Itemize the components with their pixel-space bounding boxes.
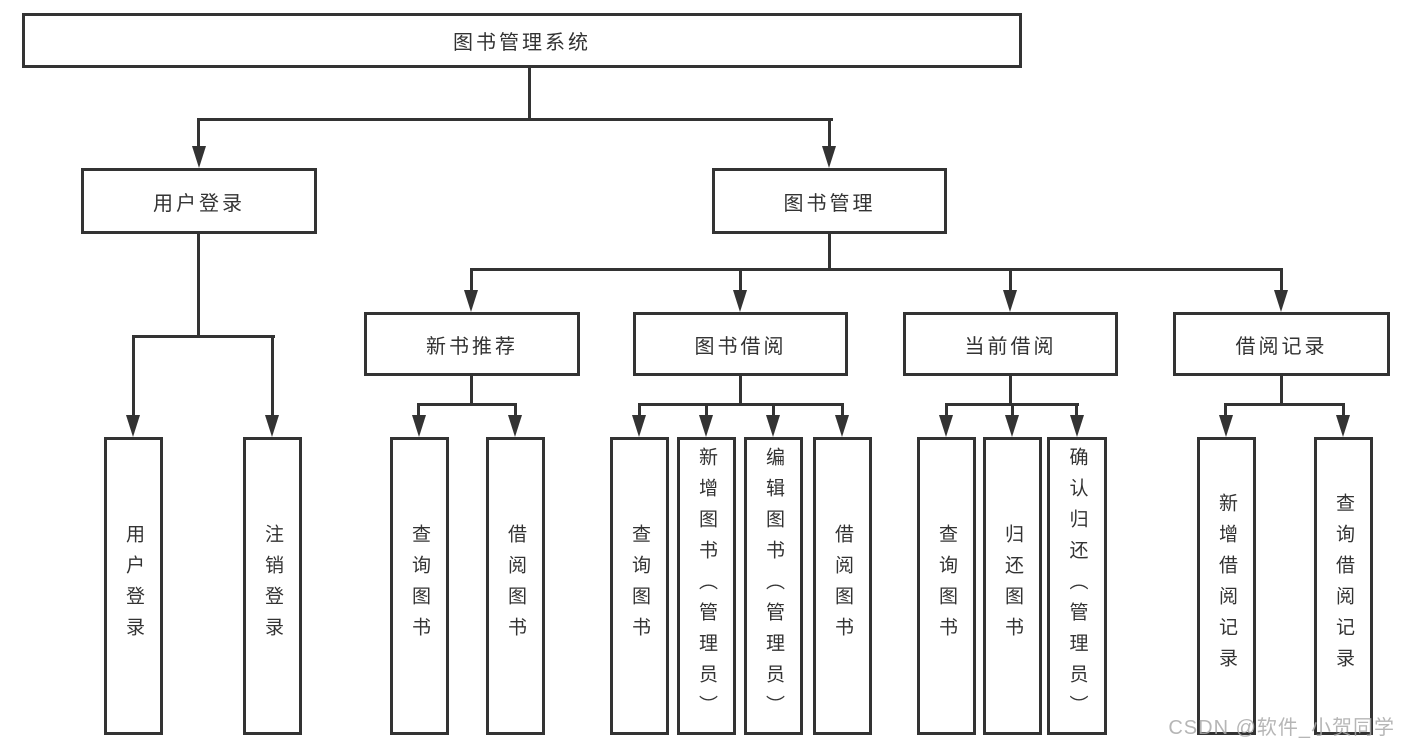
arrow-down-icon bbox=[822, 146, 836, 168]
leaf-label: 确认归还（管理员） bbox=[1066, 446, 1088, 726]
connector-line bbox=[1224, 403, 1345, 406]
connector-line bbox=[1009, 268, 1012, 293]
leaf-label: 查询借阅记录 bbox=[1333, 493, 1354, 679]
leaf-query-books-recommend: 查询图书 bbox=[390, 437, 449, 735]
connector-line bbox=[1075, 403, 1078, 417]
connector-line bbox=[528, 68, 531, 121]
connector-line bbox=[638, 403, 844, 406]
connector-line bbox=[1342, 403, 1345, 417]
connector-line bbox=[1224, 403, 1227, 417]
arrow-down-icon bbox=[464, 290, 478, 312]
connector-line bbox=[417, 403, 517, 406]
connector-line bbox=[197, 118, 200, 148]
connector-line bbox=[470, 268, 1283, 271]
leaf-query-borrow-record: 查询借阅记录 bbox=[1314, 437, 1373, 735]
connector-line bbox=[197, 234, 200, 337]
leaf-label: 借阅图书 bbox=[505, 524, 526, 648]
arrow-down-icon bbox=[699, 415, 713, 437]
leaf-label: 借阅图书 bbox=[832, 524, 853, 648]
arrow-down-icon bbox=[1219, 415, 1233, 437]
node-label: 图书管理 bbox=[783, 192, 876, 215]
leaf-add-borrow-record: 新增借阅记录 bbox=[1197, 437, 1256, 735]
leaf-logout: 注销登录 bbox=[243, 437, 302, 735]
arrow-down-icon bbox=[1274, 290, 1288, 312]
node-borrowing-records: 借阅记录 bbox=[1173, 312, 1390, 376]
connector-line bbox=[197, 118, 833, 121]
node-label: 用户登录 bbox=[153, 192, 245, 215]
arrow-down-icon bbox=[265, 415, 279, 437]
node-label: 借阅记录 bbox=[1235, 335, 1328, 358]
connector-line bbox=[470, 376, 473, 406]
node-label: 图书借阅 bbox=[694, 335, 787, 358]
leaf-add-book-admin: 新增图书（管理员） bbox=[677, 437, 736, 735]
connector-line bbox=[1009, 376, 1012, 406]
arrow-down-icon bbox=[192, 146, 206, 168]
arrow-down-icon bbox=[1005, 415, 1019, 437]
arrow-down-icon bbox=[126, 415, 140, 437]
leaf-label: 查询图书 bbox=[936, 524, 957, 648]
leaf-edit-book-admin: 编辑图书（管理员） bbox=[744, 437, 803, 735]
arrow-down-icon bbox=[1070, 415, 1084, 437]
connector-line bbox=[638, 403, 641, 417]
arrow-down-icon bbox=[766, 415, 780, 437]
leaf-label: 查询图书 bbox=[409, 524, 430, 648]
connector-line bbox=[739, 376, 742, 406]
connector-line bbox=[514, 403, 517, 417]
arrow-down-icon bbox=[939, 415, 953, 437]
connector-line bbox=[772, 403, 775, 417]
node-label: 新书推荐 bbox=[426, 335, 518, 358]
connector-line bbox=[470, 268, 473, 293]
connector-line bbox=[1280, 376, 1283, 406]
connector-line bbox=[271, 335, 274, 417]
leaf-label: 新增图书（管理员） bbox=[696, 446, 717, 726]
arrow-down-icon bbox=[412, 415, 426, 437]
leaf-label: 查询图书 bbox=[629, 524, 650, 648]
watermark: CSDN @软件_小贺同学 bbox=[1168, 717, 1395, 739]
arrow-down-icon bbox=[632, 415, 646, 437]
leaf-label: 注销登录 bbox=[262, 524, 283, 648]
connector-line bbox=[945, 403, 948, 417]
arrow-down-icon bbox=[835, 415, 849, 437]
node-book-management: 图书管理 bbox=[712, 168, 947, 234]
leaf-label: 编辑图书（管理员） bbox=[763, 446, 784, 726]
node-label: 图书管理系统 bbox=[453, 32, 591, 54]
leaf-label: 归还图书 bbox=[1002, 524, 1023, 648]
node-library-management-system: 图书管理系统 bbox=[22, 13, 1022, 68]
connector-line bbox=[705, 403, 708, 417]
connector-line bbox=[841, 403, 844, 417]
leaf-label: 用户登录 bbox=[123, 524, 144, 648]
node-label: 当前借阅 bbox=[964, 335, 1057, 358]
connector-line bbox=[739, 268, 742, 293]
leaf-borrow-books: 借阅图书 bbox=[813, 437, 872, 735]
arrow-down-icon bbox=[733, 290, 747, 312]
node-current-borrowing: 当前借阅 bbox=[903, 312, 1118, 376]
connector-line bbox=[132, 335, 275, 338]
connector-line bbox=[132, 335, 135, 417]
node-book-borrowing: 图书借阅 bbox=[633, 312, 848, 376]
arrow-down-icon bbox=[1336, 415, 1350, 437]
arrow-down-icon bbox=[508, 415, 522, 437]
node-user-login: 用户登录 bbox=[81, 168, 317, 234]
leaf-query-books-borrow: 查询图书 bbox=[610, 437, 669, 735]
leaf-return-book: 归还图书 bbox=[983, 437, 1042, 735]
connector-line bbox=[1011, 403, 1014, 417]
leaf-borrow-books-recommend: 借阅图书 bbox=[486, 437, 545, 735]
leaf-confirm-return-admin: 确认归还（管理员） bbox=[1047, 437, 1107, 735]
leaf-label: 新增借阅记录 bbox=[1216, 493, 1237, 679]
connector-line bbox=[1280, 268, 1283, 293]
connector-line bbox=[828, 118, 831, 148]
connector-line bbox=[417, 403, 420, 417]
arrow-down-icon bbox=[1003, 290, 1017, 312]
leaf-query-books-current: 查询图书 bbox=[917, 437, 976, 735]
node-new-book-recommendation: 新书推荐 bbox=[364, 312, 580, 376]
connector-line bbox=[828, 234, 831, 271]
leaf-user-login: 用户登录 bbox=[104, 437, 163, 735]
